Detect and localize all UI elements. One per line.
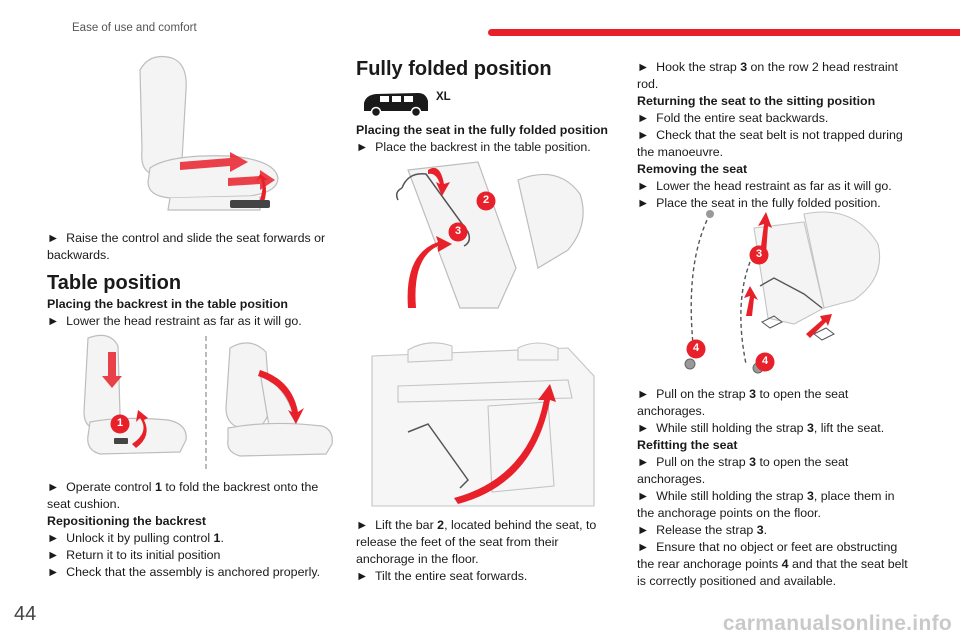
callout-3b-label: 3 — [756, 248, 763, 260]
callout-2-badge — [476, 191, 496, 211]
seat-tilt-illustration — [395, 161, 584, 309]
pull-strap-open-step: ► Pull on the strap 3 to open the seat a… — [637, 387, 849, 418]
hook-strap-step: ► Hook the strap 3 on the row 2 head res… — [637, 60, 898, 91]
return-step: ► Return it to its initial position — [47, 548, 221, 562]
table-position-heading: Table position — [47, 272, 182, 294]
release-strap-step: ► Release the strap 3. — [637, 523, 768, 537]
callout-3-label: 3 — [455, 225, 462, 237]
van-icon — [364, 93, 428, 117]
slide-instruction: ► Raise the control and slide the seat f… — [47, 231, 326, 262]
vehicle-badge: XL — [436, 91, 451, 103]
table-step-lower-restraint: ► Lower the head restraint as far as it … — [47, 314, 302, 328]
header-accent-bar — [488, 29, 960, 36]
refitting-heading: Refitting the seat — [637, 438, 738, 452]
page-number: 44 — [14, 603, 37, 625]
fully-folded-heading: Fully folded position — [356, 58, 552, 80]
table-position-illustration — [83, 334, 333, 472]
section-title: Ease of use and comfort — [72, 22, 197, 34]
callout-4a-badge — [686, 339, 706, 359]
fold-back-step: ► Fold the entire seat backwards. — [637, 111, 829, 125]
seat-forward-illustration — [371, 342, 595, 507]
check-anchored-step: ► Check that the assembly is anchored pr… — [47, 565, 321, 579]
operate-control-step: ► Operate control 1 to fold the backrest… — [47, 480, 319, 511]
returning-heading: Returning the seat to the sitting positi… — [637, 94, 876, 108]
repositioning-heading: Repositioning the backrest — [47, 514, 207, 528]
table-subheading: Placing the backrest in the table positi… — [47, 297, 288, 311]
callout-4a-label: 4 — [693, 342, 700, 354]
callout-4b-label: 4 — [762, 355, 769, 367]
seat-removal-illustration — [684, 210, 881, 374]
callout-1-label: 1 — [117, 417, 124, 429]
callout-3b-badge — [749, 245, 769, 265]
callout-3-badge — [448, 222, 468, 242]
seat-slide-illustration — [139, 55, 279, 211]
ensure-clear-step: ► Ensure that no object or feet are obst… — [637, 540, 908, 588]
unlock-step: ► Unlock it by pulling control 1. — [47, 531, 224, 545]
fully-folded-subheading: Placing the seat in the fully folded pos… — [356, 123, 608, 137]
check-belt-step: ► Check that the seat belt is not trappe… — [637, 128, 903, 159]
pull-strap-refit-step: ► Pull on the strap 3 to open the seat a… — [637, 455, 849, 486]
watermark: carmanualsonline.info — [722, 612, 952, 635]
place-backrest-step: ► Place the backrest in the table positi… — [356, 140, 591, 154]
lower-restraint-step: ► Lower the head restraint as far as it … — [637, 179, 892, 193]
lift-bar-step: ► Lift the bar 2, located behind the sea… — [356, 518, 597, 566]
tilt-seat-step: ► Tilt the entire seat forwards. — [356, 569, 528, 583]
removing-heading: Removing the seat — [637, 162, 748, 176]
lift-seat-step: ► While still holding the strap 3, lift … — [637, 421, 885, 435]
callout-2-label: 2 — [483, 194, 490, 206]
place-folded-step: ► Place the seat in the fully folded pos… — [637, 196, 881, 210]
callout-1-badge — [110, 414, 130, 434]
callout-4b-badge — [755, 352, 775, 372]
place-anchorage-step: ► While still holding the strap 3, place… — [637, 489, 895, 520]
